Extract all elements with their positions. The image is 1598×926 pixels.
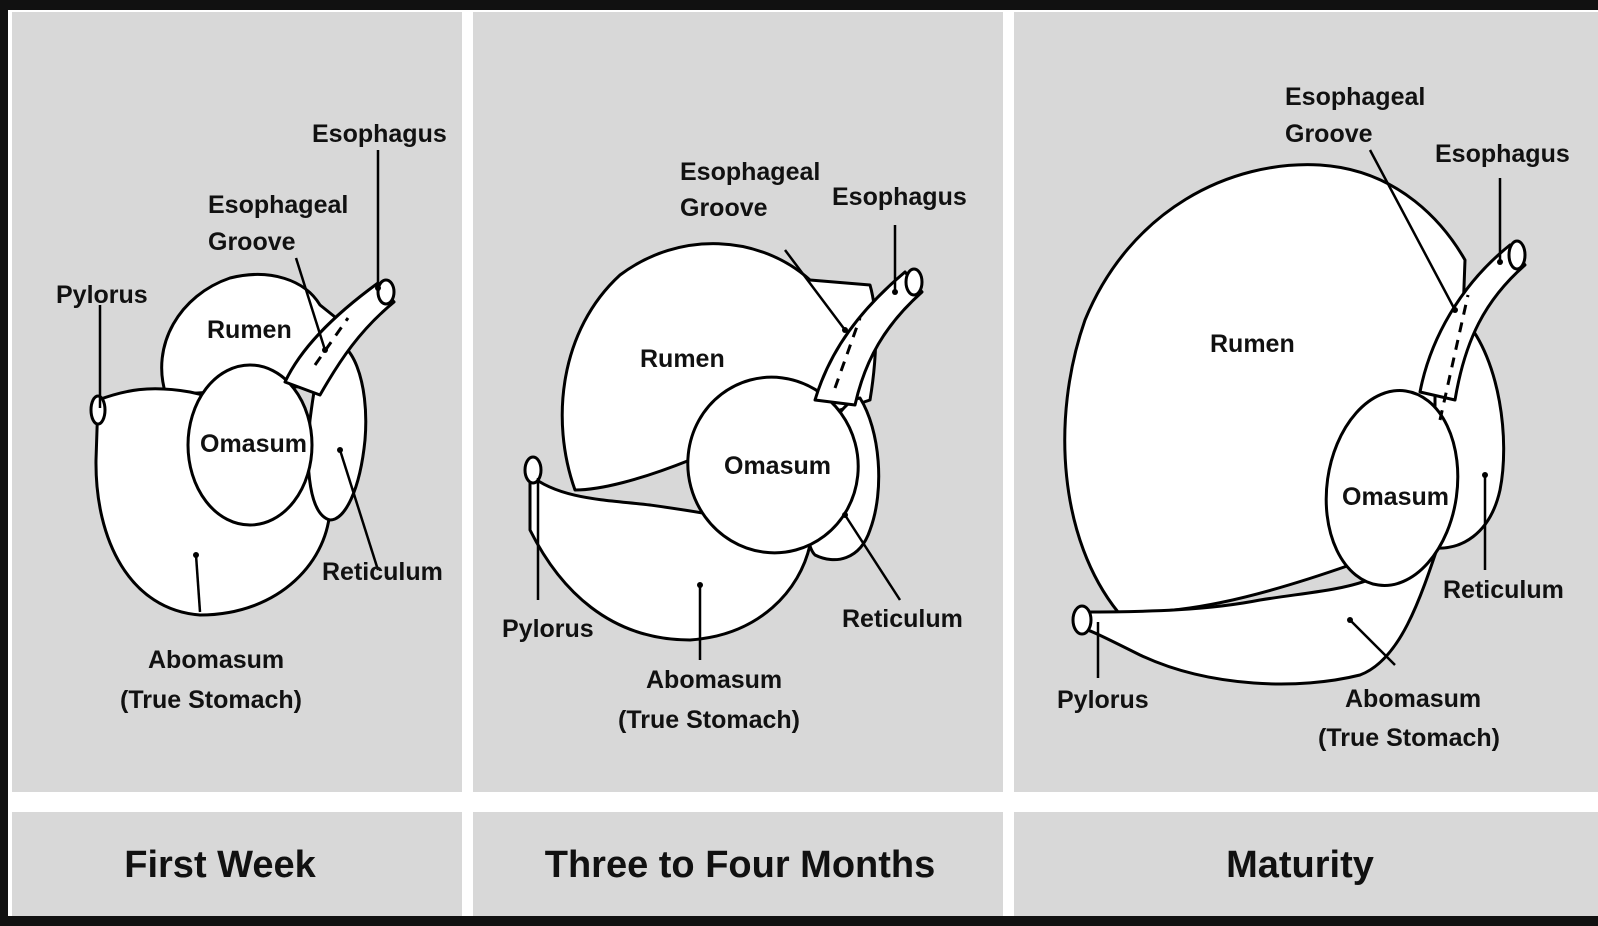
label-esophageal-groove-line1: Esophageal: [208, 191, 348, 219]
pylorus-opening: [1073, 606, 1091, 634]
label-pylorus: Pylorus: [1057, 686, 1149, 714]
label-abomasum-line2: (True Stomach): [120, 686, 302, 714]
label-abomasum-line1: Abomasum: [148, 646, 284, 674]
esophagus-opening: [1509, 241, 1525, 269]
label-esophageal-groove-line2: Groove: [1285, 120, 1373, 148]
label-esophageal-groove-line1: Esophageal: [1285, 83, 1425, 111]
esophagus-opening: [906, 269, 922, 295]
pylorus-opening: [91, 396, 105, 424]
label-abomasum-line2: (True Stomach): [618, 706, 800, 734]
label-abomasum-line2: (True Stomach): [1318, 724, 1500, 752]
label-abomasum-line1: Abomasum: [646, 666, 782, 694]
label-esophagus: Esophagus: [312, 120, 447, 148]
label-rumen: Rumen: [207, 316, 292, 344]
label-esophageal-groove-line1: Esophageal: [680, 158, 820, 186]
esophagus-opening: [378, 280, 394, 304]
label-pylorus: Pylorus: [502, 615, 594, 643]
label-abomasum-line1: Abomasum: [1345, 685, 1481, 713]
label-rumen: Rumen: [640, 345, 725, 373]
label-esophageal-groove-line2: Groove: [208, 228, 296, 256]
label-pylorus: Pylorus: [56, 281, 148, 309]
label-esophagus: Esophagus: [1435, 140, 1570, 168]
caption-first-week: First Week: [124, 844, 316, 886]
caption-maturity: Maturity: [1226, 844, 1374, 886]
label-omasum: Omasum: [724, 452, 831, 480]
label-omasum: Omasum: [200, 430, 307, 458]
label-omasum: Omasum: [1342, 483, 1449, 511]
label-reticulum: Reticulum: [1443, 576, 1564, 604]
label-reticulum: Reticulum: [842, 605, 963, 633]
label-reticulum: Reticulum: [322, 558, 443, 586]
caption-three-to-four-months: Three to Four Months: [545, 844, 936, 886]
label-esophageal-groove-line2: Groove: [680, 194, 768, 222]
label-rumen: Rumen: [1210, 330, 1295, 358]
label-esophagus: Esophagus: [832, 183, 967, 211]
